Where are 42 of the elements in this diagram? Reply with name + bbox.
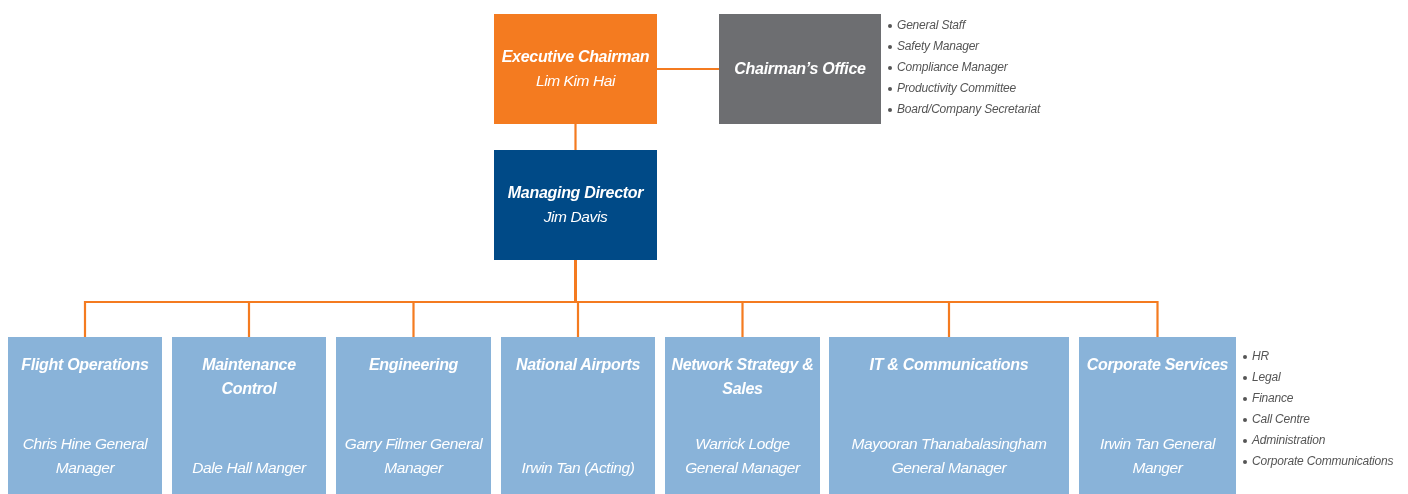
node-subtitle: Mayooran Thanabalasingham General Manager: [850, 434, 1048, 478]
node-title: Managing Director: [507, 183, 644, 203]
node-title: National Airports: [515, 355, 641, 375]
node-subtitle: Dale Hall Manger: [192, 458, 306, 478]
executive-box: [494, 14, 657, 124]
list-item: Productivity Committee: [897, 80, 1016, 97]
node-title: Network Strategy & Sales: [670, 355, 815, 399]
department-box: [172, 337, 326, 494]
list-item: Safety Manager: [897, 38, 979, 55]
list-item: General Staff: [897, 17, 966, 34]
node-subtitle: Garry Filmer General Manager: [343, 434, 484, 478]
node-title: Engineering: [368, 355, 459, 375]
department-box: [336, 337, 491, 494]
node-title: Chairman’s Office: [734, 59, 866, 79]
list-item: Call Centre: [1252, 411, 1310, 428]
list-item: Finance: [1252, 390, 1294, 407]
list-item: Corporate Communications: [1252, 453, 1394, 470]
node-title: Corporate Services: [1086, 355, 1229, 375]
department-box: [501, 337, 655, 494]
node-title: IT & Communications: [869, 355, 1029, 375]
connector-line: [657, 67, 719, 71]
node-subtitle: Jim Davis: [543, 207, 608, 227]
node-title: Maintenance Control: [201, 355, 297, 399]
list-item: Board/Company Secretariat: [897, 101, 1041, 118]
node-subtitle: Chris Hine General Manager: [21, 434, 149, 478]
list-item: Administration: [1252, 432, 1326, 449]
connector-line: [574, 124, 577, 150]
node-subtitle: Irwin Tan (Acting): [521, 458, 635, 478]
list-item: HR: [1252, 348, 1269, 365]
node-subtitle: Warrick Lodge General Manager: [684, 434, 802, 478]
department-box: [829, 337, 1069, 494]
node-subtitle: Lim Kim Hai: [535, 71, 616, 91]
node-title: Flight Operations: [21, 355, 149, 375]
director-box: [494, 150, 657, 260]
department-box: [1079, 337, 1236, 494]
node-subtitle: Irwin Tan General Manger: [1099, 434, 1217, 478]
list-item: Legal: [1252, 369, 1281, 386]
list-item: Compliance Manager: [897, 59, 1008, 76]
node-title: Executive Chairman: [501, 47, 650, 67]
office-box: [719, 14, 881, 124]
department-box: [665, 337, 820, 494]
department-box: [8, 337, 162, 494]
